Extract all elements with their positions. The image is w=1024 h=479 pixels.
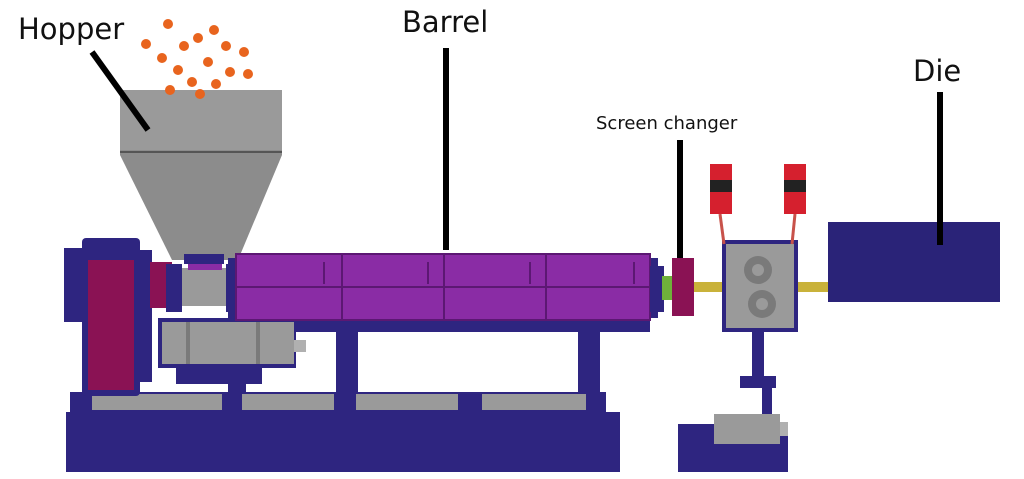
feed-throat [166, 262, 238, 312]
gearbox [158, 318, 306, 384]
pump-drive [678, 332, 788, 472]
screen-changer-label: Screen changer [596, 113, 738, 134]
die [828, 222, 1000, 302]
drive-motor [64, 238, 172, 396]
barrel [228, 253, 674, 321]
screen-changer [672, 258, 724, 316]
die-label: Die [913, 54, 962, 88]
barrel-label: Barrel [402, 5, 489, 39]
hopper-label: Hopper [18, 12, 125, 46]
pressure-sensors [710, 164, 806, 245]
melt-pump [722, 240, 828, 332]
machine-base [66, 318, 650, 472]
pellets [141, 19, 253, 99]
hopper-leader [89, 50, 151, 132]
hopper [120, 90, 282, 264]
leader-lines [89, 48, 943, 258]
